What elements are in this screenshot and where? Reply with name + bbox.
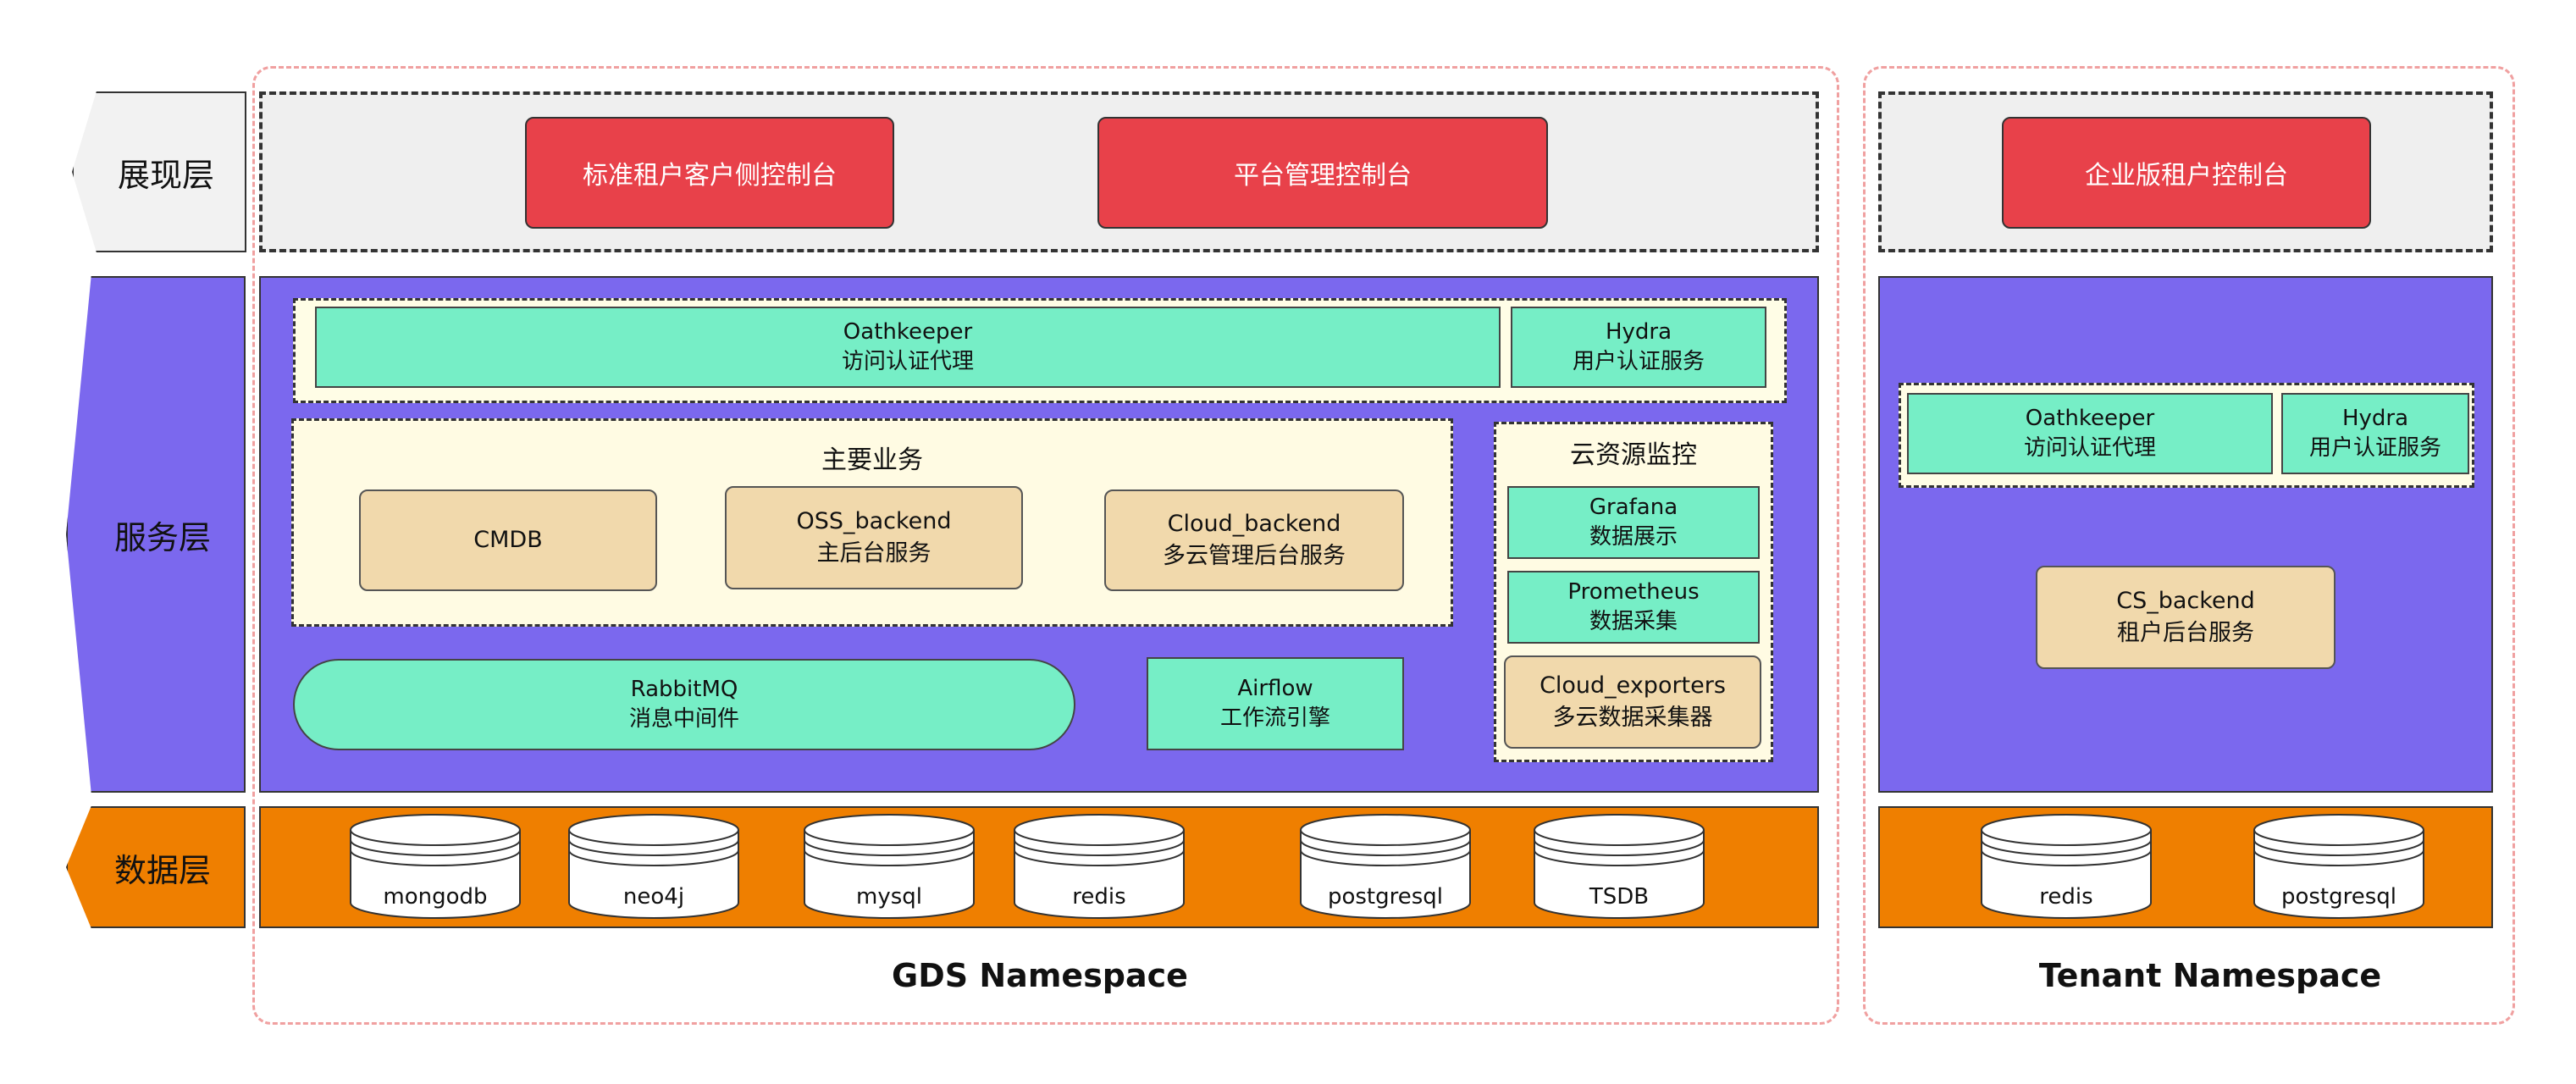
oss-backend-service[interactable]: OSS_backend 主后台服务 xyxy=(725,486,1023,589)
database-cylinder-icon xyxy=(1534,814,1705,919)
database-cylinder-icon xyxy=(804,814,975,919)
hydra-desc: 用户认证服务 xyxy=(1572,349,1705,374)
standard-tenant-console[interactable]: 标准租户客户侧控制台 xyxy=(525,117,894,229)
grafana-desc: 数据展示 xyxy=(1589,524,1678,550)
database-label: redis xyxy=(1072,884,1126,910)
database-label: mysql xyxy=(856,884,922,910)
tenant-oathkeeper-name: Oathkeeper xyxy=(2025,405,2155,431)
grafana-service[interactable]: Grafana 数据展示 xyxy=(1507,486,1760,559)
tenant-oathkeeper-desc: 访问认证代理 xyxy=(2023,435,2156,461)
database-cylinder-icon xyxy=(1014,814,1185,919)
prometheus-service[interactable]: Prometheus 数据采集 xyxy=(1507,571,1760,644)
database-label: postgresql xyxy=(1327,884,1444,910)
database-postgresql[interactable]: postgresql xyxy=(2253,813,2425,921)
database-cylinder-icon xyxy=(568,814,739,919)
database-cylinder-icon xyxy=(2253,814,2424,919)
gds-presentation-area xyxy=(259,91,1819,252)
cmdb-name: CMDB xyxy=(473,527,543,554)
cloud-exporters-service[interactable]: Cloud_exporters 多云数据采集器 xyxy=(1504,655,1761,749)
database-neo4j[interactable]: neo4j xyxy=(567,813,740,921)
enterprise-tenant-console[interactable]: 企业版租户控制台 xyxy=(2002,117,2371,229)
database-cylinder-icon xyxy=(1981,814,2152,919)
database-postgresql[interactable]: postgresql xyxy=(1299,813,1472,921)
prometheus-name: Prometheus xyxy=(1567,578,1700,605)
main-business-title: 主要业务 xyxy=(821,445,923,475)
oss-backend-name: OSS_backend xyxy=(796,508,952,535)
database-label: redis xyxy=(2039,884,2093,910)
hydra-name: Hydra xyxy=(1605,318,1672,345)
cloud-exporters-name: Cloud_exporters xyxy=(1540,672,1726,700)
presentation-layer-label: 展现层 xyxy=(72,91,246,252)
database-label: mongodb xyxy=(383,884,488,910)
service-layer-label: 服务层 xyxy=(66,276,246,793)
cloud-exporters-desc: 多云数据采集器 xyxy=(1552,705,1713,731)
cs-backend-service[interactable]: CS_backend 租户后台服务 xyxy=(2036,566,2336,669)
database-label: postgresql xyxy=(2280,884,2397,910)
database-mongodb[interactable]: mongodb xyxy=(349,813,522,921)
tenant-hydra[interactable]: Hydra 用户认证服务 xyxy=(2281,393,2469,474)
cs-backend-name: CS_backend xyxy=(2116,588,2255,615)
gds-namespace-frame xyxy=(252,66,1839,1025)
database-cylinder-icon xyxy=(1300,814,1471,919)
database-redis[interactable]: redis xyxy=(1013,813,1186,921)
oathkeeper-name: Oathkeeper xyxy=(843,318,973,345)
database-label: TSDB xyxy=(1589,884,1650,910)
cloud-backend-name: Cloud_backend xyxy=(1167,511,1341,538)
database-redis[interactable]: redis xyxy=(1980,813,2153,921)
gds-oathkeeper[interactable]: Oathkeeper 访问认证代理 xyxy=(315,307,1501,388)
cloud-backend-desc: 多云管理后台服务 xyxy=(1163,543,1346,569)
rabbitmq-desc: 消息中间件 xyxy=(628,706,739,732)
cloud-backend-service[interactable]: Cloud_backend 多云管理后台服务 xyxy=(1104,489,1404,591)
cs-backend-desc: 租户后台服务 xyxy=(2117,620,2254,646)
grafana-name: Grafana xyxy=(1589,494,1678,520)
tenant-hydra-name: Hydra xyxy=(2341,405,2409,431)
tenant-service-area xyxy=(1878,276,2493,793)
airflow-desc: 工作流引擎 xyxy=(1219,705,1330,731)
tenant-namespace-frame xyxy=(1863,66,2515,1025)
cmdb-service[interactable]: CMDB xyxy=(359,489,657,591)
airflow-engine[interactable]: Airflow 工作流引擎 xyxy=(1147,657,1404,750)
tenant-oathkeeper[interactable]: Oathkeeper 访问认证代理 xyxy=(1907,393,2273,474)
database-label: neo4j xyxy=(622,884,685,910)
gds-namespace-label: GDS Namespace xyxy=(892,957,1188,994)
tenant-namespace-label: Tenant Namespace xyxy=(2038,957,2382,994)
database-mysql[interactable]: mysql xyxy=(803,813,976,921)
platform-management-console[interactable]: 平台管理控制台 xyxy=(1097,117,1548,229)
oss-backend-desc: 主后台服务 xyxy=(816,540,931,567)
data-layer-label: 数据层 xyxy=(66,806,246,928)
tenant-hydra-desc: 用户认证服务 xyxy=(2308,435,2441,461)
database-cylinder-icon xyxy=(350,814,521,919)
rabbitmq-middleware[interactable]: RabbitMQ 消息中间件 xyxy=(293,659,1075,750)
airflow-name: Airflow xyxy=(1237,675,1313,701)
rabbitmq-name: RabbitMQ xyxy=(630,676,738,702)
prometheus-desc: 数据采集 xyxy=(1589,609,1678,634)
database-tsdb[interactable]: TSDB xyxy=(1533,813,1705,921)
gds-hydra[interactable]: Hydra 用户认证服务 xyxy=(1511,307,1766,388)
oathkeeper-desc: 访问认证代理 xyxy=(841,349,974,374)
cloud-monitor-title: 云资源监控 xyxy=(1570,440,1697,470)
